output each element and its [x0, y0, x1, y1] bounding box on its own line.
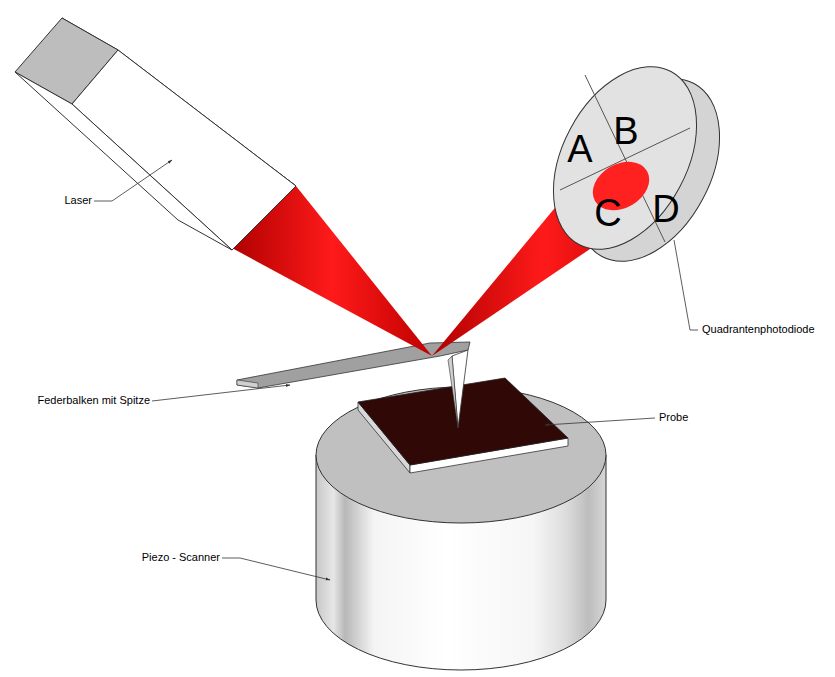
part-label: Quadrantenphotodiode	[702, 323, 815, 335]
sample	[358, 378, 568, 473]
cantilever	[237, 342, 470, 428]
quadrant-photodiode	[524, 42, 749, 285]
laser	[15, 18, 296, 250]
quadrant-letter: B	[613, 111, 638, 153]
part-label: Probe	[659, 411, 688, 423]
quadrant-letter: D	[652, 189, 679, 231]
part-label: Laser	[64, 194, 92, 206]
quadrant-letter: A	[567, 129, 592, 171]
part-label: Piezo - Scanner	[142, 551, 220, 563]
part-label: Federbalken mit Spitze	[38, 394, 151, 406]
quadrant-letter: C	[594, 193, 621, 235]
leader-line	[94, 160, 698, 580]
